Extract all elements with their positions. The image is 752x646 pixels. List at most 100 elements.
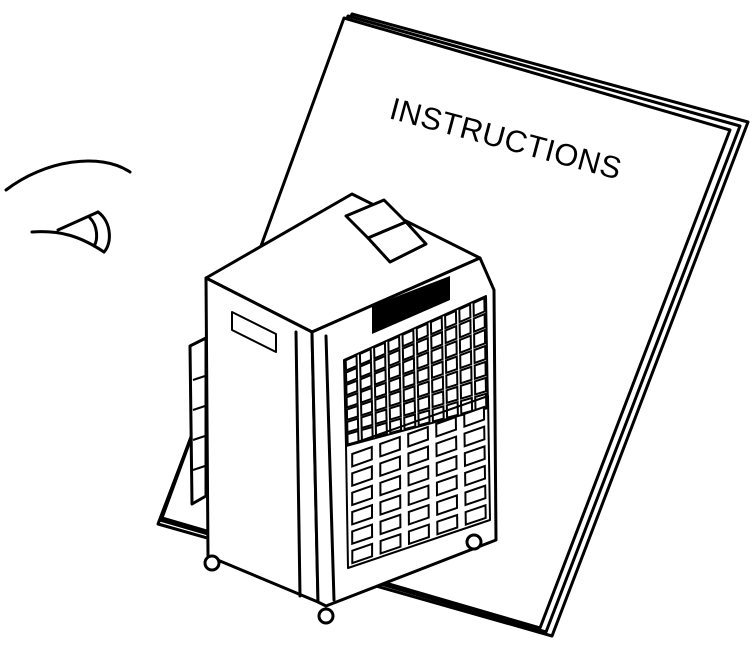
grille-cell	[416, 351, 430, 371]
grille-cell	[359, 373, 373, 392]
grille-cell	[473, 344, 487, 365]
grille-cell	[431, 390, 445, 409]
wheel-front-left	[203, 554, 221, 572]
filter-cell	[436, 494, 459, 517]
filter-cell	[464, 484, 487, 507]
grille-cell	[359, 360, 373, 379]
filter-grille	[345, 395, 491, 569]
grille-cell	[345, 404, 359, 422]
grille-cell	[444, 339, 458, 360]
grille-cell	[429, 315, 444, 336]
grille-cell	[360, 399, 374, 417]
filter-cell	[435, 454, 458, 478]
grille-cell	[473, 360, 487, 381]
grille-cell	[472, 296, 486, 318]
grille-cell	[459, 349, 473, 370]
grille-cell	[360, 412, 374, 430]
filter-cell	[379, 532, 402, 555]
filter-cell	[435, 435, 458, 458]
grille-cell	[416, 365, 430, 385]
grille-cell	[346, 417, 360, 434]
grille-cell	[444, 309, 458, 330]
grille-cell	[445, 400, 459, 419]
grille-cell	[459, 365, 473, 385]
grille-cell	[359, 386, 373, 405]
grille-cell	[402, 370, 416, 390]
grille-cell	[344, 366, 359, 385]
grille-cell	[458, 302, 472, 324]
grille-cell	[373, 367, 387, 387]
grille-cell	[430, 360, 444, 380]
filter-cell	[407, 445, 430, 468]
filter-cell	[351, 503, 373, 526]
grille-cell	[444, 324, 458, 345]
filter-cell	[351, 445, 373, 468]
filter-cell	[407, 523, 430, 546]
grille-cell	[388, 403, 402, 421]
eye-icon	[4, 159, 132, 254]
grille-cell	[415, 322, 429, 342]
filter-cell	[379, 455, 402, 478]
grille-cell	[458, 318, 472, 339]
grille-cell	[373, 381, 388, 399]
grille-cell	[402, 384, 416, 403]
filter-cell	[407, 425, 430, 448]
filter-cell	[463, 405, 486, 429]
grille-cell	[344, 353, 358, 372]
grille-cell	[430, 330, 444, 351]
grille-cell	[417, 394, 431, 413]
grille-cell	[345, 379, 359, 397]
grille-cell	[387, 334, 401, 354]
grille-cell	[445, 370, 459, 390]
dehumidifier-icon	[188, 192, 498, 625]
grille-cell	[459, 381, 473, 400]
filter-cell	[379, 513, 402, 536]
grille-cell	[374, 408, 388, 426]
filter-cell	[379, 435, 401, 458]
control-panel	[366, 220, 428, 264]
filter-cell	[436, 513, 459, 536]
display-panel	[372, 276, 450, 334]
filter-cell	[351, 523, 374, 546]
grille-cell	[402, 356, 416, 376]
grille-cell	[445, 385, 459, 405]
grille-cell	[388, 389, 402, 408]
grille-cell	[473, 376, 488, 396]
grille-cell	[402, 399, 417, 417]
filter-cell	[407, 464, 430, 487]
grille-cell	[472, 312, 486, 334]
grille-cell	[358, 347, 373, 366]
grille-cell	[374, 394, 388, 413]
upper-grille	[343, 295, 489, 447]
filter-cell	[463, 445, 486, 468]
wheel-rear-right	[465, 533, 483, 551]
filter-cell	[351, 464, 373, 488]
grille-cell	[401, 342, 415, 362]
filter-cell	[435, 474, 458, 497]
grille-cell	[415, 336, 430, 356]
grille-cell	[387, 362, 401, 381]
side-label-window	[231, 311, 277, 353]
filter-cell	[463, 425, 486, 448]
grille-cell	[431, 375, 445, 394]
grille-cell	[387, 348, 401, 368]
grille-cell	[473, 328, 487, 349]
grille-cell	[444, 355, 459, 375]
grille-cell	[373, 354, 387, 373]
filter-cell	[464, 503, 487, 526]
grille-cell	[373, 341, 387, 360]
filter-cell	[351, 542, 374, 565]
filter-cell	[379, 494, 402, 516]
grille-cell	[401, 328, 415, 348]
grille-cell	[416, 380, 430, 399]
filter-cell	[464, 464, 487, 487]
filter-cell	[351, 484, 374, 507]
filter-cell	[379, 474, 402, 497]
grille-cell	[458, 334, 472, 355]
rear-panel	[188, 336, 208, 506]
grille-cell	[430, 345, 444, 365]
filter-cell	[435, 415, 458, 438]
filter-cell	[407, 503, 430, 526]
wheel-front-right	[317, 607, 335, 625]
